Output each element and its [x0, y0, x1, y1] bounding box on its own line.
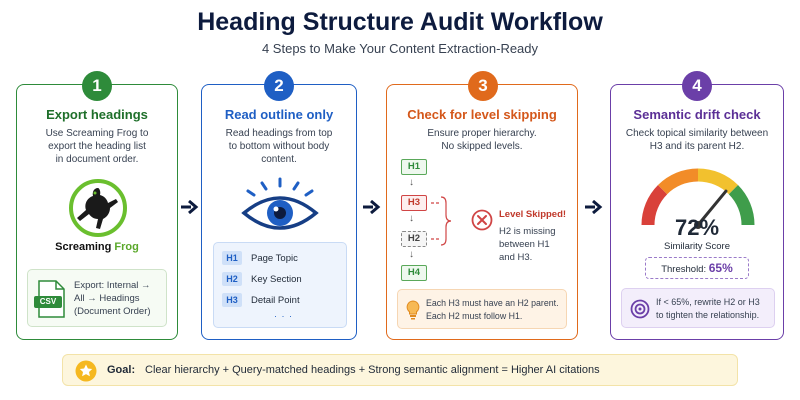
heading-tag: H1	[222, 251, 242, 265]
outline-label: Key Section	[251, 273, 302, 285]
threshold-value: 65%	[708, 261, 733, 275]
rewrite-note-text: If < 65%, rewrite H2 or H3 to tighten th…	[656, 297, 760, 320]
heading-tag: H2	[222, 272, 242, 286]
outline-label: Detail Point	[251, 294, 300, 306]
similarity-score-label: Similarity Score	[664, 241, 730, 252]
outline-item: H1 Page Topic	[222, 251, 298, 265]
step-title: Semantic drift check	[633, 107, 761, 122]
goal-label: Goal:	[107, 364, 136, 376]
right-arrow-icon	[181, 200, 199, 214]
page-subtitle: 4 Steps to Make Your Content Extraction-…	[261, 41, 539, 56]
gauge-hub	[694, 221, 702, 229]
similarity-gauge	[641, 168, 755, 229]
skip-bracket	[431, 196, 452, 246]
step-card-semantic-drift: Semantic drift check Check topical simil…	[610, 84, 784, 340]
export-path-text: Export: Internal → All → Headings (Docum…	[74, 280, 151, 317]
rewrite-note-box: If < 65%, rewrite H2 or H3 to tighten th…	[621, 288, 775, 328]
threshold-box: Threshold: 65%	[645, 257, 749, 279]
step-description: Use Screaming Frog to export the heading…	[45, 128, 149, 165]
step-number-badge: 4	[682, 71, 712, 101]
export-path-box: CSV Export: Internal → All → Headings (D…	[27, 269, 167, 327]
screaming-frog-logo-text: Screaming Frog	[55, 241, 139, 253]
tip-box: Each H3 must have an H2 parent. Each H2 …	[397, 289, 567, 329]
outline-label: Page Topic	[251, 252, 298, 264]
goal-banner: Goal: Clear hierarchy + Query-matched he…	[62, 354, 738, 386]
outline-ellipsis: · · ·	[274, 311, 293, 321]
lightbulb-icon	[406, 300, 420, 320]
down-arrow-icon: ↓	[409, 213, 414, 224]
outline-list: H1 Page Topic H2 Key Section H3 Detail P…	[213, 242, 347, 328]
step-number-badge: 1	[82, 71, 112, 101]
error-x-icon	[471, 209, 493, 231]
down-arrow-icon: ↓	[409, 177, 414, 188]
step-number-badge: 2	[264, 71, 294, 101]
level-box-h2: H2	[401, 231, 427, 247]
eye-icon	[241, 177, 319, 230]
step-description: Read headings from top to bottom without…	[225, 128, 333, 165]
step-title: Check for level skipping	[407, 107, 557, 122]
gauge-needle	[696, 189, 728, 227]
tip-text: Each H3 must have an H2 parent. Each H2 …	[426, 298, 559, 321]
down-arrow-icon: ↓	[409, 249, 414, 260]
step-card-outline: Read outline only Read headings from top…	[201, 84, 357, 340]
outline-item: H3 Detail Point	[222, 293, 300, 307]
step-card-level-check: Check for level skipping Ensure proper h…	[386, 84, 578, 340]
error-title: Level Skipped!	[499, 209, 567, 220]
step-title: Read outline only	[224, 107, 334, 122]
step-card-export: Export headings Use Screaming Frog to ex…	[16, 84, 178, 340]
step-description: Ensure proper hierarchy. No skipped leve…	[427, 128, 537, 152]
csv-badge: CSV	[34, 296, 62, 308]
step-title: Export headings	[46, 107, 148, 122]
goal-text: Clear hierarchy + Query-matched headings…	[145, 364, 600, 376]
target-icon	[630, 299, 650, 319]
right-arrow-icon	[585, 200, 603, 214]
step-number-badge: 3	[468, 71, 498, 101]
error-description: H2 is missing between H1 and H3.	[499, 226, 556, 263]
level-box-h4: H4	[401, 265, 427, 281]
frog-logo-icon	[69, 179, 127, 237]
step-description: Check topical similarity between H3 and …	[625, 128, 769, 152]
level-box-h3: H3	[401, 195, 427, 211]
right-arrow-icon	[363, 200, 381, 214]
level-box-h1: H1	[401, 159, 427, 175]
heading-tag: H3	[222, 293, 242, 307]
outline-item: H2 Key Section	[222, 272, 302, 286]
star-icon	[75, 360, 97, 382]
page-title: Heading Structure Audit Workflow	[197, 8, 603, 36]
similarity-score: 72%	[674, 215, 720, 240]
